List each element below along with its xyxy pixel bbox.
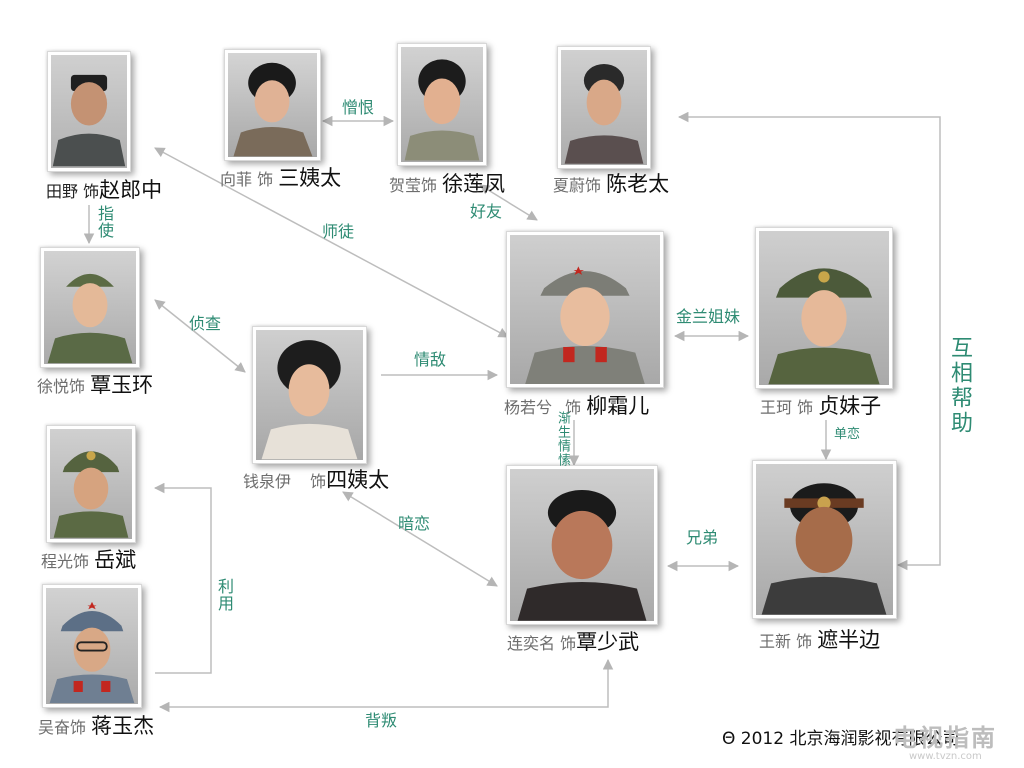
photo-zhao [47,51,131,172]
portrait-icon [564,64,644,164]
relation-label-danlian: 单恋 [834,427,861,442]
portrait-icon [525,266,645,384]
line-huxiang [677,111,941,571]
caption-jiang: 吴奋饰 蒋玉杰 [38,716,154,737]
actor-name: 王珂 饰 [760,398,814,417]
relation-label-shitu: 师徒 [322,222,355,241]
actor-name: 王新 饰 [759,632,813,651]
caption-xu: 贺莹饰 徐莲凤 [389,174,505,195]
actor-name: 徐悦饰 [37,377,86,396]
role-name: 柳霜儿 [586,394,650,418]
role-name: 赵郎中 [99,178,163,202]
actor-name: 钱泉伊 [243,472,292,491]
copyright-text: Θ 2012 北京海润影视有限公司 [722,729,960,749]
watermark-text: 电视指南 [893,724,997,752]
photo-zhe [752,460,897,619]
actor-name: 向菲 饰 [220,170,274,189]
caption-si: 钱泉伊 饰四姨太 [243,470,389,491]
relation-label-zhishi: 指使 [95,205,114,239]
caption-liu: 杨若兮 饰 柳霜儿 [504,396,649,417]
caption-yue: 程光饰 岳斌 [41,550,136,571]
photo-san [224,49,321,161]
portrait-icon [404,59,480,161]
actor-name: 吴奋饰 [38,718,87,737]
portrait-icon [233,62,313,157]
relation-label-huxiang: 互相帮助 [947,336,972,436]
photo-zhen [755,227,893,389]
photo-qin-yh [40,247,140,368]
role-name: 蒋玉杰 [91,714,155,738]
role-name: 陈老太 [606,172,670,196]
actor-name-suffix: 饰 [310,472,327,491]
actor-name: 夏蔚饰 [553,176,602,195]
portrait-icon [47,273,133,364]
relation-label-xiongdi: 兄弟 [686,528,719,547]
caption-san: 向菲 饰 三姨太 [220,168,341,189]
photo-qin-sw [506,465,658,625]
actor-name: 杨若兮 [504,398,553,417]
actor-name: 田野 饰 [46,182,100,201]
line-beipan [158,658,614,713]
watermark-url: www.tvzn.com [909,751,982,762]
relation-label-zengen: 憎恨 [342,98,375,117]
relation-label-liyong: 利用 [215,578,234,612]
line-shitu [154,147,509,338]
actor-name-suffix: 饰 [565,398,582,417]
caption-zhen: 王珂 饰 贞妹子 [760,396,881,417]
relation-label-qingdi: 情敌 [414,350,447,369]
portrait-icon [761,483,887,615]
photo-chen [557,46,651,169]
line-zhencha [154,299,246,373]
photo-yue [46,425,136,543]
role-name: 覃少武 [576,630,640,654]
relation-label-jinlan: 金兰姐妹 [676,307,741,326]
role-name: 四姨太 [326,468,390,492]
role-name: 三姨太 [278,166,342,190]
line-liyong [153,482,212,674]
relation-label-haoyou: 好友 [470,202,503,221]
relation-label-zhencha: 侦查 [189,314,222,333]
role-name: 贞妹子 [818,394,882,418]
caption-qin-yh: 徐悦饰 覃玉环 [37,375,153,396]
role-name: 覃玉环 [90,373,154,397]
line-anlian [342,491,498,587]
caption-zhe: 王新 饰 遮半边 [759,630,880,651]
caption-zhao: 田野 饰赵郎中 [46,180,162,201]
role-name: 岳斌 [94,548,137,572]
photo-jiang [42,584,142,708]
relation-label-beipan: 背叛 [365,711,398,730]
photo-xu [397,43,487,166]
actor-name: 程光饰 [41,552,90,571]
role-name: 遮半边 [817,628,881,652]
portrait-icon [768,268,880,385]
actor-name: 连奕名 饰 [507,634,577,653]
portrait-icon [517,490,647,621]
caption-chen: 夏蔚饰 陈老太 [553,174,669,195]
portrait-icon [53,451,129,538]
portrait-icon [49,601,135,704]
actor-name: 贺莹饰 [389,176,438,195]
relation-label-jiansheng: 渐生情愫 [555,411,570,467]
portrait-icon [52,74,126,167]
photo-si [252,326,367,464]
role-name: 徐莲凤 [442,172,506,196]
photo-liu [506,231,664,388]
caption-qin-sw: 连奕名 饰覃少武 [507,632,639,653]
portrait-icon [261,340,358,460]
relation-label-anlian: 暗恋 [398,514,431,533]
